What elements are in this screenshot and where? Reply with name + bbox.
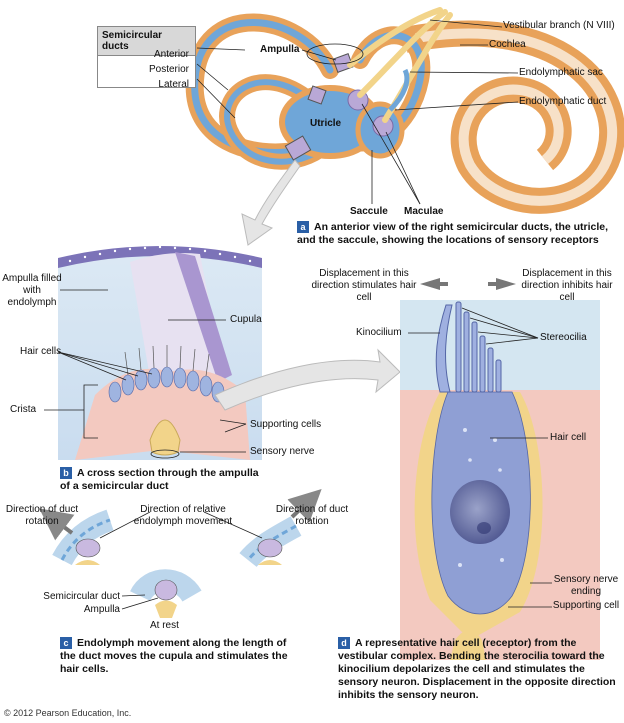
cochlea (402, 20, 624, 214)
label-dir-rotation-left: Direction of duct rotation (5, 504, 79, 527)
ampulla-crista (307, 85, 327, 105)
label-vestibular-branch: Vestibular branch (N VIII) (503, 20, 615, 31)
sensory-nerve-b (149, 419, 181, 456)
hair-cell-nucleus (450, 480, 510, 544)
label-semicircular-duct: Semicircular duct (43, 591, 120, 602)
displacement-arrows (420, 278, 516, 290)
label-at-rest: At rest (150, 620, 179, 631)
label-displacement-stimulates: Displacement in this direction stimulate… (311, 268, 417, 303)
label-displacement-inhibits: Displacement in this direction inhibits … (521, 268, 613, 303)
badge-d: d (338, 637, 350, 649)
panel-d-leaders (408, 307, 552, 608)
rotation-arrows (39, 489, 322, 541)
label-dir-relative: Direction of relative endolymph movement (133, 504, 233, 527)
legend-item-posterior: Posterior (148, 64, 189, 75)
label-cupula: Cupula (230, 314, 262, 325)
legend-title: Semicircular ducts (98, 27, 195, 56)
panel-c-illustration (39, 489, 322, 618)
label-saccule: Saccule (350, 206, 388, 217)
label-hair-cells-b: Hair cells (20, 346, 62, 357)
panel-a-illustration (185, 7, 624, 246)
duct-left (52, 509, 114, 566)
caption-d-text: A representative hair cell (receptor) fr… (338, 637, 616, 701)
legend-item-anterior: Anterior (153, 49, 189, 60)
cupula-edge (175, 252, 232, 382)
label-sensory-nerve: Sensory nerve (250, 446, 315, 457)
label-kinocilium: Kinocilium (356, 327, 402, 338)
panel-a-leaders (196, 19, 519, 205)
label-dir-rotation-right: Direction of duct rotation (275, 504, 349, 527)
label-ampulla-a: Ampulla (260, 44, 300, 55)
label-hair-cell: Hair cell (550, 432, 587, 443)
ampulla-crista (332, 53, 354, 73)
ampulla-wall (58, 246, 262, 268)
label-utricle: Utricle (310, 118, 342, 129)
badge-b: b (60, 467, 72, 479)
panel-c-leaders (99, 511, 263, 610)
label-maculae: Maculae (404, 206, 444, 217)
panel-d-illustration (400, 278, 600, 660)
caption-c-text: Endolymph movement along the length of t… (60, 637, 288, 675)
endolymphatic-duct (388, 68, 410, 112)
label-cochlea: Cochlea (489, 39, 526, 50)
panel-b-leaders (44, 289, 247, 453)
ampulla-crista (284, 135, 312, 161)
label-supporting-cell: Supporting cell (552, 600, 620, 611)
label-crista: Crista (10, 404, 37, 415)
organelles (458, 428, 504, 567)
wall-dots (68, 245, 252, 263)
label-ampulla-filled: Ampulla filled with endolymph (2, 273, 62, 308)
label-endolymphatic-sac: Endolymphatic sac (519, 67, 603, 78)
cilia-d (435, 301, 502, 393)
legend-item-lateral: Lateral (158, 79, 189, 90)
label-supporting-cells: Supporting cells (250, 419, 322, 430)
copyright: © 2012 Pearson Education, Inc. (4, 708, 132, 718)
semicircular-ducts-legend: Semicircular ducts Anterior Posterior La… (97, 26, 196, 90)
duct-right (239, 516, 302, 568)
caption-b-text: A cross section through the ampulla of a… (60, 467, 259, 492)
badge-a: a (297, 221, 309, 233)
hair-bundles (124, 345, 210, 377)
duct-center (130, 569, 202, 618)
zoom-arrow-a-to-b (241, 159, 301, 246)
label-sensory-nerve-ending: Sensory nerve ending (553, 574, 619, 597)
label-stereocilia: Stereocilia (540, 332, 587, 343)
panel-b-illustration (44, 245, 401, 460)
label-ampulla-c: Ampulla (83, 604, 120, 615)
caption-a-text: An anterior view of the right semicircul… (297, 221, 609, 246)
badge-c: c (60, 637, 72, 649)
label-endolymphatic-duct: Endolymphatic duct (519, 96, 607, 107)
sensory-axon-d (450, 630, 486, 660)
